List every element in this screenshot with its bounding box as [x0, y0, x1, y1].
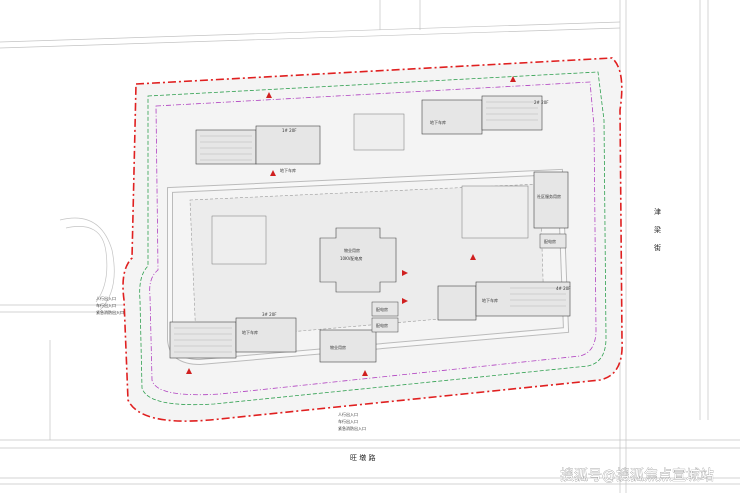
- distribution-room-1: 配电房: [371, 301, 399, 317]
- building-1-label: 1# 20F: [282, 128, 297, 133]
- east-road-label: 津 梁 街: [654, 208, 661, 252]
- property-center-label: 物业用房: [344, 247, 360, 253]
- property-south-label: 物业用房: [330, 344, 346, 350]
- property-center: 物业用房 10KV配电房: [319, 227, 397, 293]
- building-line: [149, 81, 597, 396]
- distribution-room-2-label: 配电房: [376, 322, 388, 328]
- south-entrance-1: 人行出入口: [338, 411, 358, 417]
- east-road-char-2: 街: [654, 243, 661, 252]
- building-2: 2# 20F 地下车库: [421, 95, 549, 135]
- distribution-room-1-label: 配电房: [376, 306, 388, 312]
- property-center-sub: 10KV配电房: [340, 255, 362, 261]
- garage-label-1: 地下车库: [280, 167, 296, 173]
- garage-label-3: 地下车库: [242, 329, 258, 335]
- west-entrance-2: 车行出入口: [96, 302, 116, 308]
- west-entrance-1: 人行出入口: [96, 295, 116, 301]
- west-entrance-3: 紧急消防出入口: [96, 309, 124, 315]
- garage-label-2: 地下车库: [430, 119, 446, 125]
- building-3: 3# 20F 地下车库: [169, 312, 297, 359]
- community-room-label: 社区服务用房: [537, 193, 561, 199]
- west-entrances: 人行出入口 车行出入口 紧急消防出入口: [96, 295, 124, 315]
- garage-label-4: 地下车库: [482, 297, 498, 303]
- courtyard-block-west: [211, 215, 267, 265]
- courtyard-block-east: [461, 185, 529, 239]
- property-redline: [122, 57, 623, 422]
- distribution-room-3: 配电房: [539, 233, 567, 249]
- building-1: 1# 20F 地下车库: [195, 125, 321, 173]
- south-entrance-2: 车行出入口: [338, 418, 358, 424]
- east-road-char-0: 津: [654, 208, 661, 216]
- south-entrances: 人行出入口 车行出入口 紧急消防出入口: [338, 411, 366, 431]
- east-road-char-1: 梁: [654, 225, 661, 234]
- building-3-label: 3# 20F: [262, 312, 277, 317]
- community-room: 社区服务用房: [533, 171, 569, 229]
- building-4-label: 4# 20F: [556, 286, 571, 291]
- south-road-label: 旺 墩 路: [350, 453, 375, 462]
- south-entrance-3: 紧急消防出入口: [338, 425, 366, 431]
- setback-line: [139, 71, 607, 406]
- watermark: 搜狐号@搜狐焦点宣城站: [560, 468, 714, 484]
- distribution-room-2: 配电房: [371, 317, 399, 333]
- courtyard-block-north: [353, 113, 405, 151]
- entrance-markers: [186, 76, 516, 376]
- distribution-room-3-label: 配电房: [544, 238, 556, 244]
- building-2-label: 2# 20F: [534, 100, 549, 105]
- building-4: 4# 20F 地下车库: [437, 281, 571, 321]
- property-building-south: 物业用房: [319, 329, 377, 363]
